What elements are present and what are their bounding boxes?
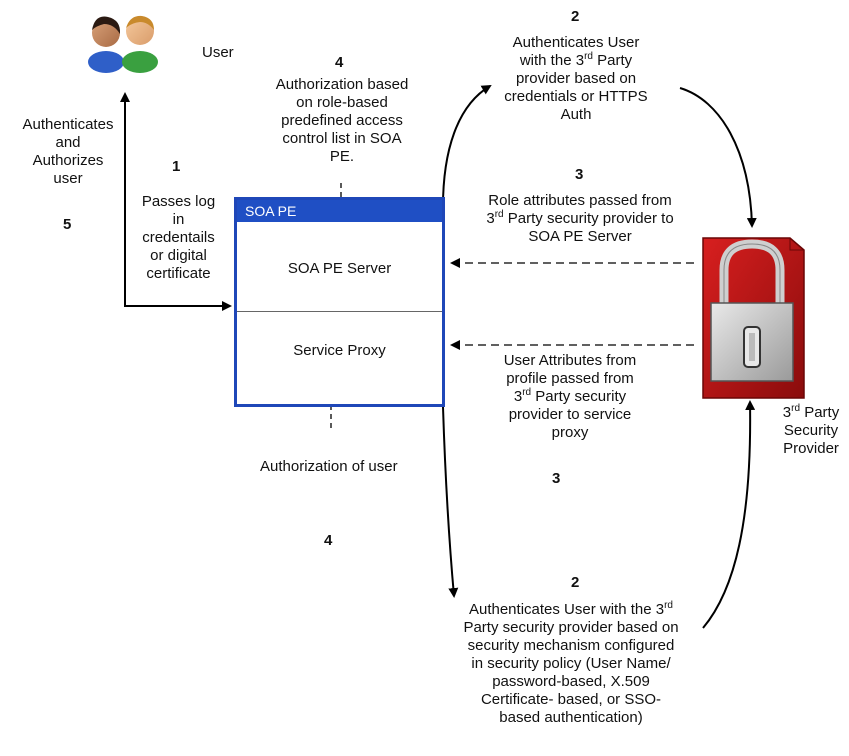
step2-top-text: Authenticates User with the 3rd Party pr… [504,34,648,123]
soa-pe-title: SOA PE [237,200,442,222]
user-auth-arrow [120,92,227,307]
soa-pe-server-label: SOA PE Server [287,260,392,277]
soa-pe-divider [237,311,442,312]
step3-top-number: 3 [575,166,584,183]
step3-bottom-text: User Attributes from profile passed from… [503,352,637,441]
step2-bottom-number: 2 [571,574,580,591]
provider-label: 3rd Party Security Provider [782,403,840,458]
authorization-user-label: Authorization of user [260,458,398,475]
step5-text: Authenticates and Authorizes user [22,116,114,187]
step3-top-text: Role attributes passed from 3rd Party se… [486,192,674,245]
users-icon [88,15,158,73]
soa-pe-box: SOA PE SOA PE Server Service Proxy [234,197,445,407]
auth-curve-bottom-right [702,400,756,629]
step5-number: 5 [63,216,72,233]
auth-curve-top-right [679,87,757,228]
step4-top-text: Authorization based on role-based predef… [275,76,409,165]
lock-icon [702,237,805,399]
step4-bottom-number: 4 [324,532,333,549]
step1-text: Passes log in credentails or digital cer… [141,193,216,282]
auth-curve-top-left [441,84,492,214]
step2-bottom-text: Authenticates User with the 3rd Party se… [463,600,679,727]
service-proxy-label: Service Proxy [293,342,386,359]
auth-curve-bottom-left [442,406,459,598]
step3-bottom-number: 3 [552,470,561,487]
step4-top-number: 4 [335,54,344,71]
user-label: User [202,44,234,61]
step2-top-number: 2 [571,8,580,25]
step1-number: 1 [172,158,181,175]
